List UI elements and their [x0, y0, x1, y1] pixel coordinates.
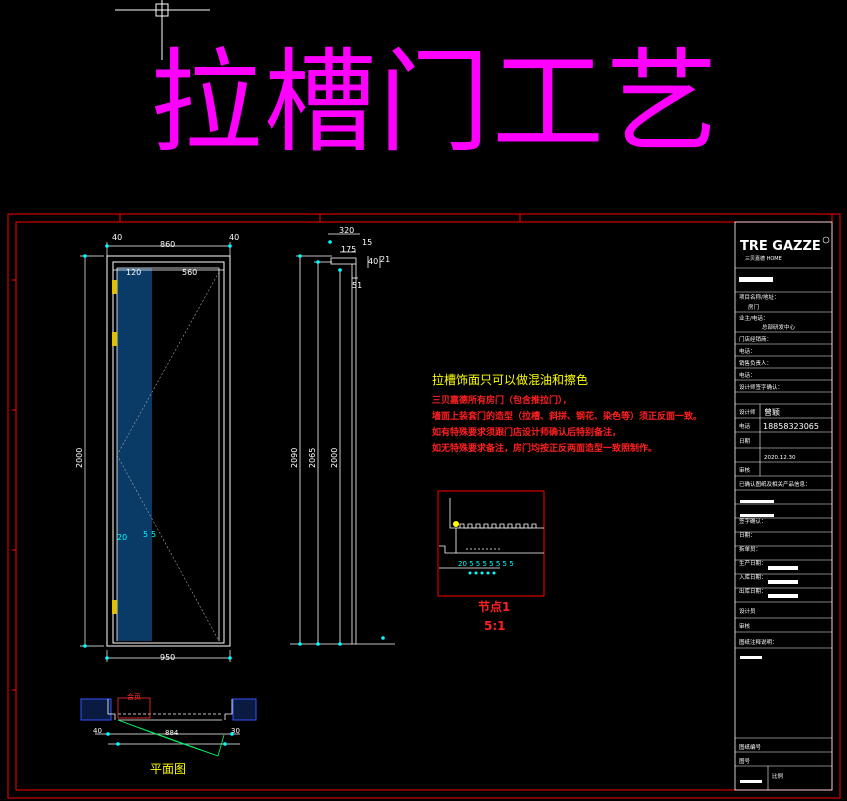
- note-line: 如无特殊要求备注，房门均按正反两面造型一致照制作。: [432, 442, 657, 454]
- dim-label: 860: [160, 240, 175, 249]
- plan-hinge-label: 合页: [127, 692, 141, 701]
- brand-logo: TRE GAZZE 三贝嘉德 HOME: [740, 236, 830, 262]
- tb-field: 审核: [739, 466, 751, 474]
- dim-label: 950: [160, 653, 175, 662]
- tb-field: 业主/电话：: [739, 314, 768, 322]
- dim-label: 5: [143, 530, 148, 539]
- detail-dims: 20 5 5 5 5 5 5 5: [458, 560, 514, 568]
- detail-scale: 5:1: [484, 619, 506, 633]
- tb-field: 审核: [739, 622, 751, 630]
- dim-label: 40: [112, 233, 122, 242]
- tb-field: 设计员: [739, 607, 756, 615]
- dim-label: 175: [341, 245, 356, 254]
- tb-field: 项目名称/地址：: [739, 293, 779, 301]
- tb-value: 房门: [748, 303, 759, 311]
- tb-field: 电话：: [739, 347, 756, 355]
- tb-field: 已确认图纸及相关产品信息：: [739, 480, 811, 488]
- dim-label: 5: [151, 530, 156, 539]
- note-line: 如有特殊要求须跟门店设计师确认后特别备注，: [432, 426, 621, 438]
- tb-value: 曾颖: [764, 407, 780, 417]
- tb-field: 电话: [739, 422, 751, 430]
- notes-heading: 拉槽饰面只可以做混油和擦色: [432, 372, 588, 387]
- hinge-icon: [112, 600, 117, 614]
- note-line: 三贝嘉德所有房门（包含推拉门），: [432, 394, 572, 406]
- tb-field: 图纸编号: [739, 743, 762, 751]
- dim-label: 2090: [290, 448, 299, 468]
- hinge-icon: [112, 332, 117, 346]
- tb-field: 设计师签字确认：: [739, 383, 783, 391]
- tb-field: 日期：: [739, 532, 756, 539]
- dim-label: 40: [229, 233, 239, 242]
- dim-label: 560: [182, 268, 197, 277]
- dim-label: 20: [117, 533, 127, 542]
- tb-value: 2020.12.30: [764, 455, 796, 461]
- tb-field: 设计师: [739, 408, 756, 416]
- tb-field: 生产日期：: [739, 559, 767, 567]
- dim-label: 51: [352, 281, 362, 290]
- dim-label: 2000: [330, 448, 339, 468]
- tb-field: 拆单员：: [739, 545, 761, 553]
- dim-label: 320: [339, 226, 354, 235]
- tb-field: 门店经销商：: [739, 335, 772, 343]
- side-section: 320 15 175 40 21 51 2090 2065 2000: [290, 226, 395, 646]
- dim-label: 30: [231, 727, 240, 735]
- tb-field: 签字确认：: [739, 517, 767, 525]
- tb-field: 图号: [739, 757, 751, 765]
- page-title: 拉槽门工艺: [150, 38, 720, 168]
- dim-label: 40: [93, 727, 102, 735]
- notes-block: 拉槽饰面只可以做混油和擦色 三贝嘉德所有房门（包含推拉门）， 墙面上装套门的造型…: [432, 372, 702, 454]
- dim-label: 120: [126, 268, 141, 277]
- brand-name: TRE GAZZE: [740, 239, 821, 254]
- plan-view: 合页 884 40 30 平面图: [80, 692, 257, 776]
- tb-field: 入库日期：: [739, 573, 767, 581]
- groove-panel: [117, 268, 152, 641]
- front-elevation: 40 860 40 120 560 950 20 5 5 2000: [75, 233, 239, 662]
- tb-field: 图纸注释说明：: [739, 638, 778, 646]
- dim-label: 40: [368, 257, 378, 266]
- brand-subtitle: 三贝嘉德 HOME: [745, 255, 782, 262]
- dim-label: 21: [380, 255, 390, 264]
- tb-value: 总部研发中心: [762, 323, 796, 331]
- detail-node: 20 5 5 5 5 5 5 5 节点1 5:1: [437, 490, 545, 633]
- note-line: 墙面上装套门的造型（拉槽、斜拼、钢花、染色等）须正反面一致。: [432, 410, 702, 422]
- dim-label: 2000: [75, 448, 84, 468]
- plan-label: 平面图: [150, 762, 186, 776]
- dim-label: 15: [362, 238, 372, 247]
- tb-field: 日期: [739, 438, 751, 445]
- tb-field: 销售负责人：: [739, 359, 772, 367]
- tb-field: 出库日期：: [739, 587, 767, 595]
- crosshair-cursor-icon: [115, 0, 210, 60]
- tb-field: 电话：: [739, 371, 756, 379]
- hinge-icon: [112, 280, 117, 294]
- detail-label: 节点1: [478, 599, 510, 614]
- dim-label: 2065: [308, 448, 317, 468]
- dim-label: 884: [165, 729, 179, 737]
- tb-value: 18858323065: [763, 422, 819, 431]
- tb-field: 比例: [772, 772, 784, 780]
- title-block: TRE GAZZE 三贝嘉德 HOME: [734, 221, 833, 791]
